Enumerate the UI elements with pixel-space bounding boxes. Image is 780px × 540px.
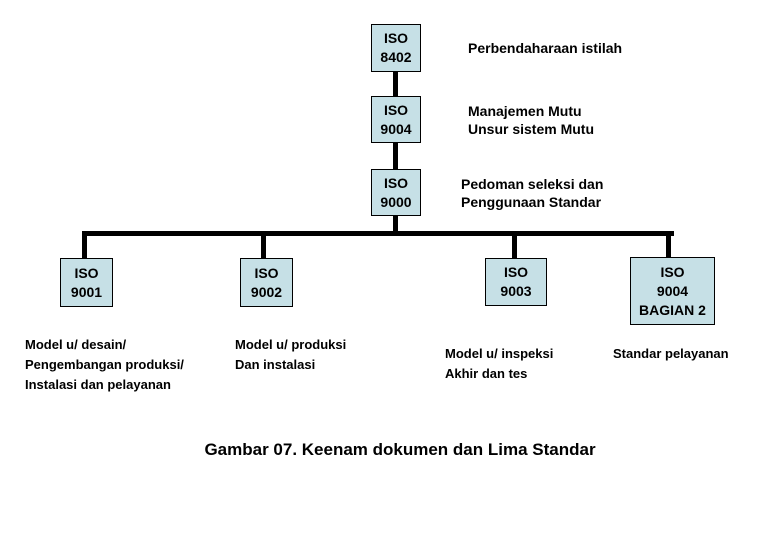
figure-caption: Gambar 07. Keenam dokumen dan Lima Stand… [204,440,596,459]
box-iso-9003: ISO 9003 [485,258,547,306]
connector-8402-9004 [393,71,398,97]
connector-branch-horizontal [82,231,674,236]
description-iso-9003: Model u/ inspeksi Akhir dan tes [445,346,554,381]
connector-9004-9000 [393,142,398,170]
connector-drop-9002 [261,233,266,259]
label-iso-9000: Pedoman seleksi dan Penggunaan Standar [461,175,604,210]
connector-drop-9004-bagian2 [666,233,671,258]
description-iso-9004-bagian-2: Standar pelayanan [613,346,729,361]
box-iso-9000: ISO 9000 [371,169,421,216]
box-iso-9001: ISO 9001 [60,258,113,307]
description-iso-9002: Model u/ produksi Dan instalasi [235,337,347,372]
box-iso-9002: ISO 9002 [240,258,293,307]
connector-drop-9003 [512,233,517,259]
label-iso-9004: Manajemen Mutu Unsur sistem Mutu [468,102,595,137]
connector-9000-branch [393,215,398,233]
label-iso-8402: Perbendaharaan istilah [468,40,623,56]
box-iso-9004-bagian-2: ISO 9004 BAGIAN 2 [630,257,715,325]
description-iso-9001: Model u/ desain/ Pengembangan produksi/ … [25,337,184,392]
box-iso-8402: ISO 8402 [371,24,421,72]
box-iso-9004: ISO 9004 [371,96,421,143]
connector-drop-9001 [82,233,87,259]
